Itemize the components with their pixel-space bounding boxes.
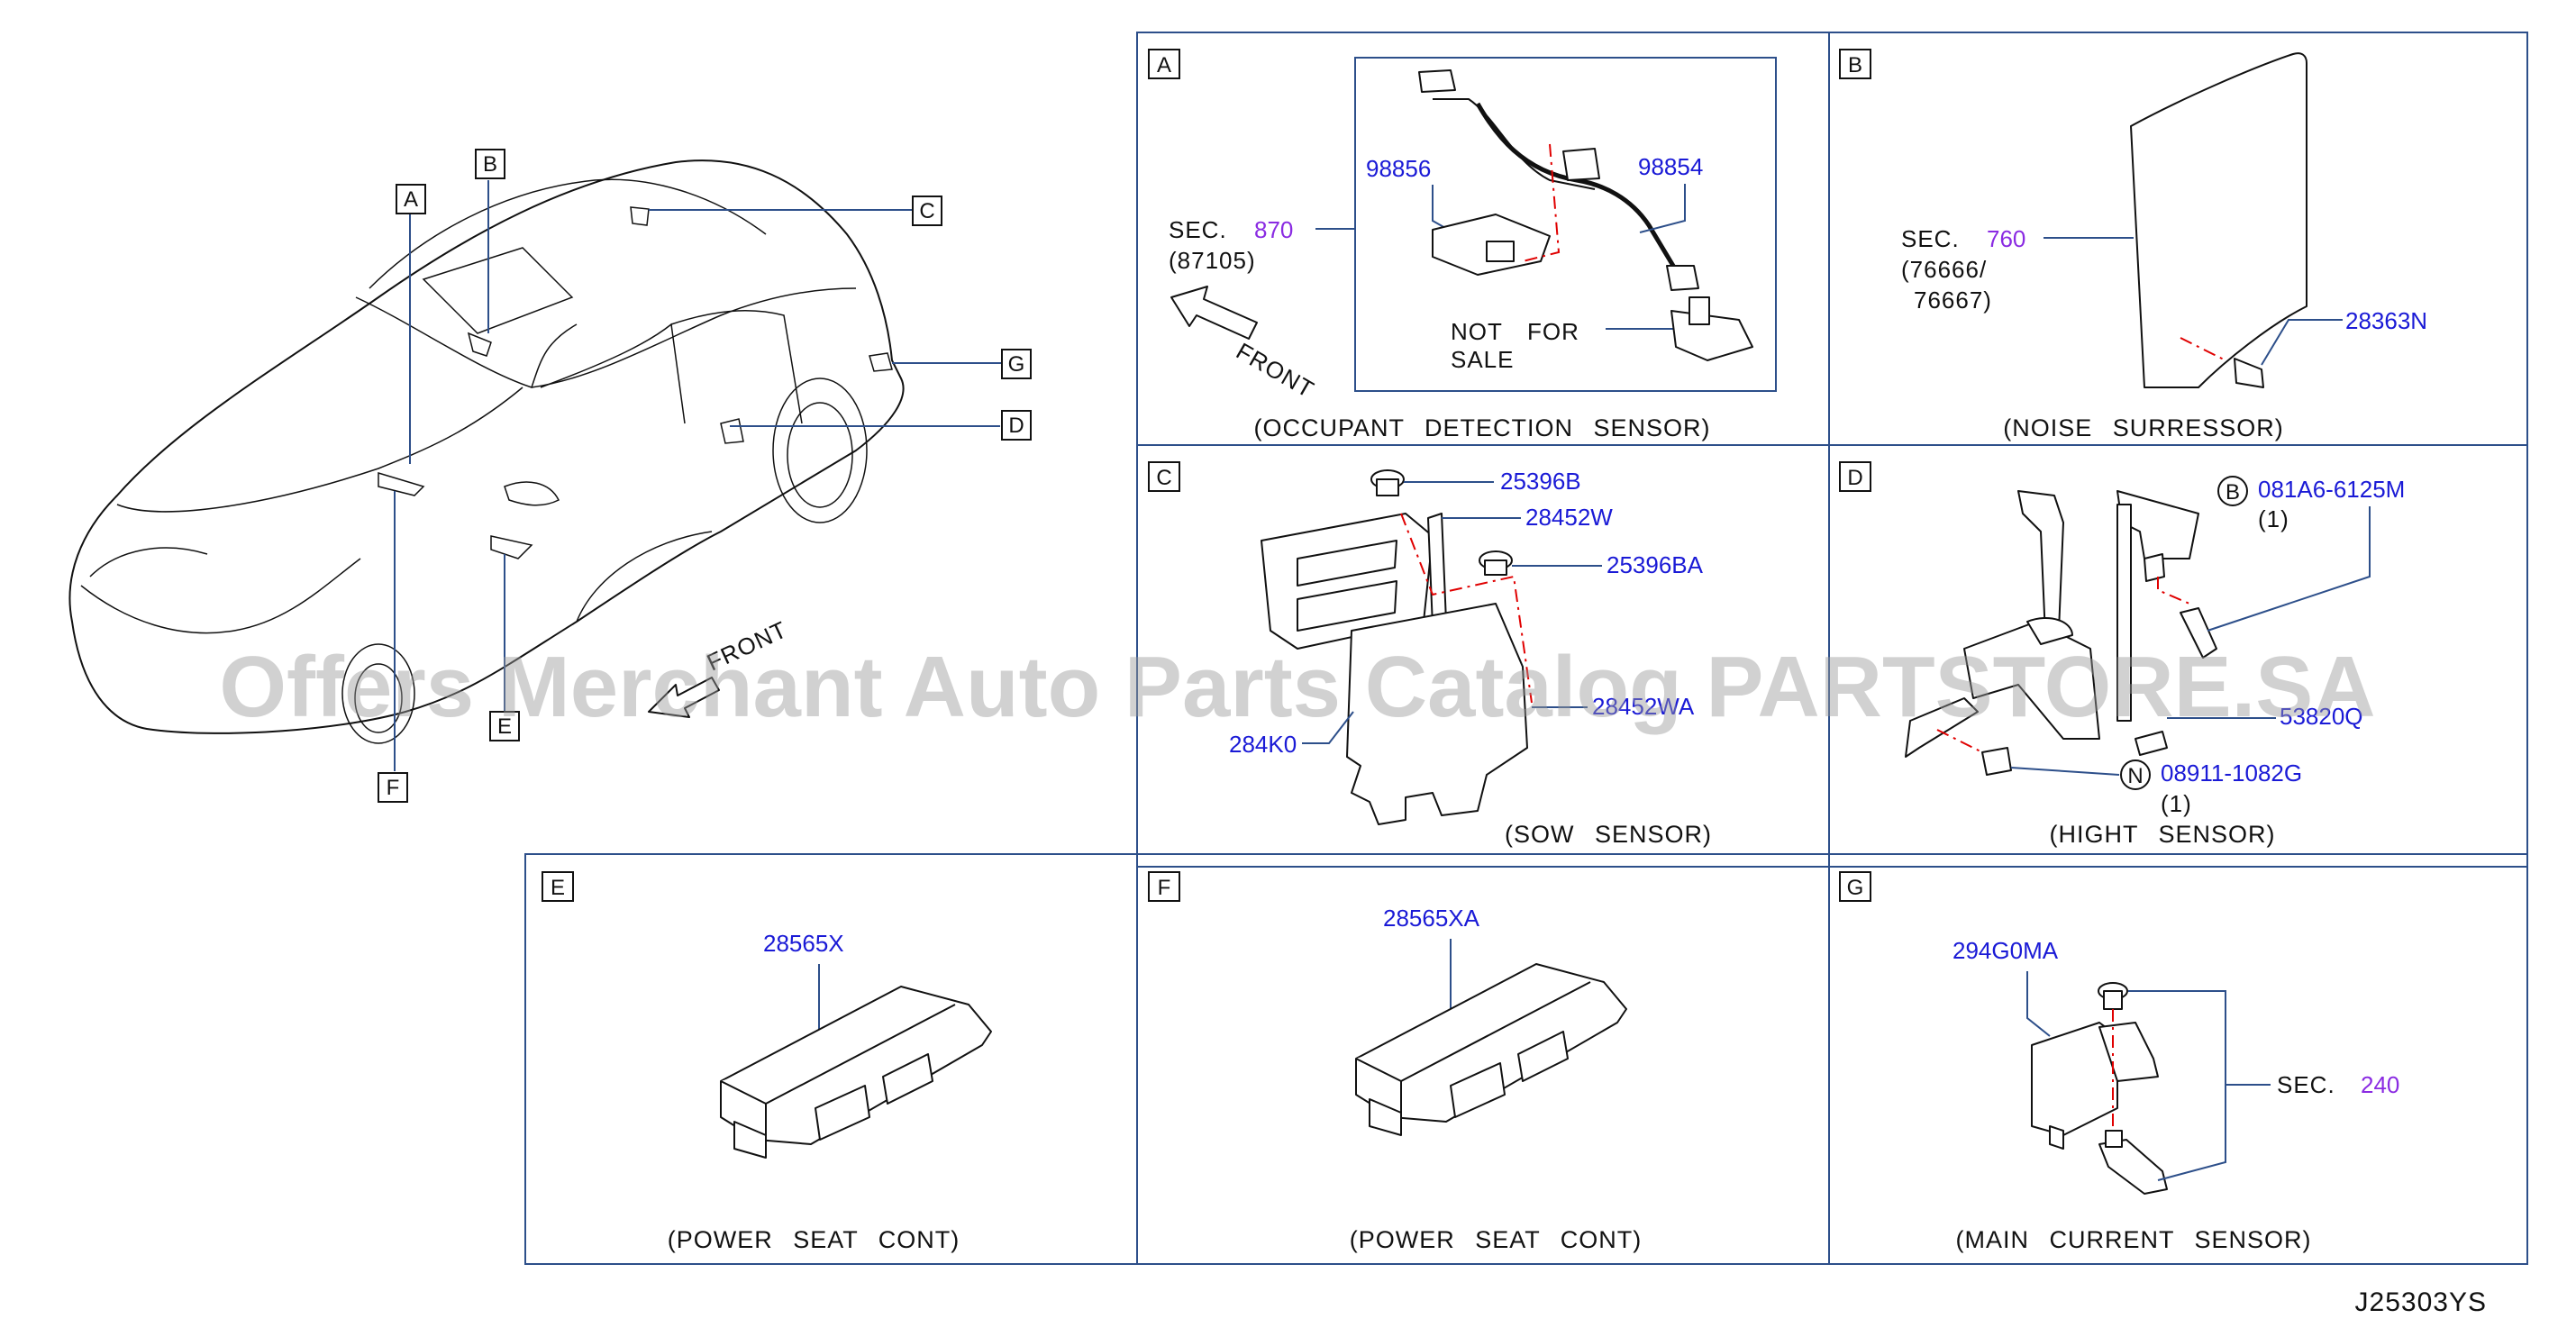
svg-text:98854: 98854 [1638, 153, 1703, 180]
svg-text:(1): (1) [2258, 505, 2289, 532]
svg-text:D: D [1008, 414, 1024, 438]
svg-text:E: E [551, 876, 565, 900]
svg-text:SEC.: SEC. [1901, 225, 1960, 252]
svg-text:870: 870 [1254, 216, 1293, 243]
svg-text:N: N [2127, 764, 2143, 788]
svg-text:(87105): (87105) [1169, 247, 1256, 274]
svg-text:E: E [497, 714, 512, 739]
svg-text:240: 240 [2361, 1071, 2399, 1098]
svg-text:SEC.: SEC. [1169, 216, 1227, 243]
svg-text:284K0: 284K0 [1229, 731, 1297, 758]
drawing-code: J25303YS [2355, 1287, 2487, 1317]
svg-text:081A6-6125M: 081A6-6125M [2258, 476, 2405, 503]
svg-text:B: B [483, 152, 497, 177]
panel-f-power-seat-control: F 28565XA (POWER SEAT CONT) [1148, 871, 1643, 1253]
svg-text:28565X: 28565X [763, 930, 844, 957]
svg-text:53820Q: 53820Q [2280, 703, 2363, 730]
svg-text:FRONT: FRONT [1232, 337, 1319, 403]
svg-text:28565XA: 28565XA [1383, 905, 1480, 932]
callout-d: D [1001, 410, 1032, 441]
svg-text:A: A [1157, 53, 1171, 77]
svg-text:C: C [1156, 466, 1171, 490]
svg-text:B: B [1848, 53, 1862, 77]
svg-text:760: 760 [1987, 225, 2025, 252]
panel-c-sow-sensor: C 25396B 28452W 25396BA 28452WA 284K0 (S… [1148, 461, 1712, 848]
svg-text:NOT: NOT [1451, 318, 1503, 345]
svg-text:A: A [404, 187, 418, 212]
svg-text:(NOISE SURRESSOR): (NOISE SURRESSOR) [2003, 414, 2284, 441]
svg-text:25396B: 25396B [1500, 468, 1581, 495]
nut-symbol-icon: N [2120, 759, 2151, 790]
callout-e: E [489, 711, 520, 741]
panel-b-noise-suppressor: B SEC. 760 (76666/ 76667) 28363N (NOISE … [1839, 49, 2427, 441]
svg-text:76667): 76667) [1914, 286, 1992, 314]
svg-text:25396BA: 25396BA [1607, 551, 1704, 578]
svg-text:(POWER SEAT CONT): (POWER SEAT CONT) [668, 1226, 960, 1253]
panel-g-main-current-sensor: G 294G0MA SEC. 240 (MAIN CURRENT SENSOR) [1839, 871, 2399, 1253]
panel-d-height-sensor: D B 081A6-6125M (1) 53820Q N 08911-1082G… [1839, 461, 2405, 848]
panel-e-power-seat-control: E 28565X (POWER SEAT CONT) [542, 871, 992, 1253]
svg-text:294G0MA: 294G0MA [1952, 937, 2059, 964]
svg-text:(MAIN CURRENT SENSOR): (MAIN CURRENT SENSOR) [1955, 1226, 2311, 1253]
svg-text:SALE: SALE [1451, 346, 1515, 373]
watermark-text: Offers Merchant Auto Parts Catalog PARTS… [219, 639, 2375, 735]
svg-text:(SOW SENSOR): (SOW SENSOR) [1505, 821, 1712, 848]
svg-text:D: D [1847, 466, 1862, 490]
panel-frames [524, 32, 2528, 1265]
svg-text:B: B [2226, 480, 2240, 505]
bolt-symbol-icon: B [2217, 476, 2248, 506]
callout-c: C [912, 196, 942, 226]
callout-b: B [475, 149, 505, 179]
svg-text:FOR: FOR [1527, 318, 1579, 345]
svg-text:08911-1082G: 08911-1082G [2161, 759, 2302, 787]
front-arrow-icon: FRONT [1170, 286, 1319, 403]
svg-text:28363N: 28363N [2345, 307, 2427, 334]
svg-text:98856: 98856 [1366, 155, 1431, 182]
svg-text:(HIGHT SENSOR): (HIGHT SENSOR) [2049, 821, 2275, 848]
callout-g: G [1001, 349, 1032, 379]
svg-text:F: F [1158, 876, 1171, 900]
svg-text:G: G [1847, 876, 1864, 900]
svg-text:SEC.: SEC. [2277, 1071, 2335, 1098]
svg-text:(OCCUPANT DETECTION SENSOR): (OCCUPANT DETECTION SENSOR) [1253, 414, 1710, 441]
callout-f: F [378, 772, 408, 803]
svg-text:(76666/: (76666/ [1901, 256, 1987, 283]
car-overview: A B C D E F G FRONT [68, 149, 1032, 803]
panel-a-occupant-detection-sensor: A SEC. 870 (87105) FRONT 98856 98854 NOT… [1148, 49, 1777, 441]
callout-a: A [396, 184, 426, 214]
svg-text:F: F [387, 776, 400, 800]
svg-text:28452WA: 28452WA [1592, 693, 1695, 720]
svg-text:28452W: 28452W [1525, 504, 1613, 531]
svg-text:G: G [1008, 352, 1025, 377]
svg-text:(POWER SEAT CONT): (POWER SEAT CONT) [1350, 1226, 1643, 1253]
svg-text:(1): (1) [2161, 790, 2192, 817]
svg-text:C: C [919, 199, 934, 223]
